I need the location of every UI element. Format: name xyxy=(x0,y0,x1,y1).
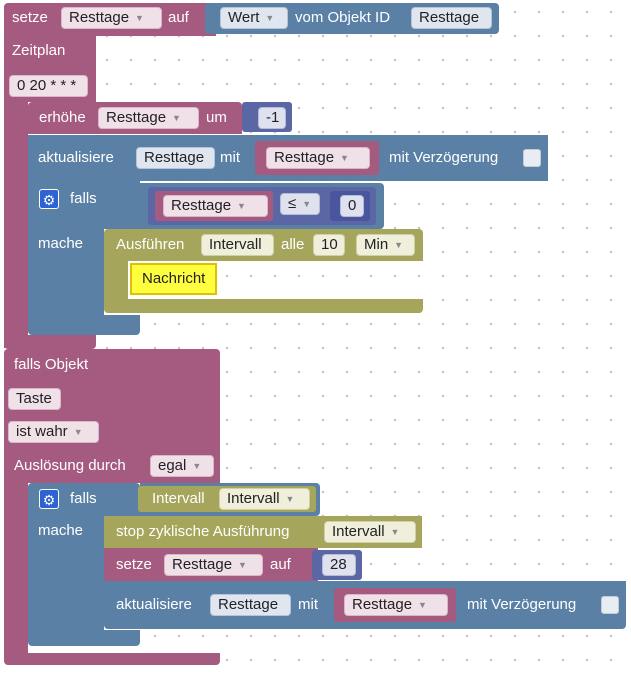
setze2-variable-dropdown[interactable]: Resttage▼ xyxy=(164,554,263,576)
operator-dropdown[interactable]: ≤▼ xyxy=(280,193,320,215)
compare-number-field[interactable]: 0 xyxy=(340,195,364,217)
ausfuehren-bottom xyxy=(104,299,423,313)
mache-label: mache xyxy=(38,235,84,252)
dropdown-arrow-icon: ▼ xyxy=(394,240,404,250)
falls-objekt-left-rail xyxy=(4,483,28,653)
setze2-number-field[interactable]: 28 xyxy=(322,554,356,576)
erhoehe-label: erhöhe xyxy=(39,109,86,126)
object-field[interactable]: Taste xyxy=(8,388,61,410)
falls2-label: falls xyxy=(70,490,97,507)
falls-bottom xyxy=(28,315,140,335)
aktualisiere2-label: aktualisiere xyxy=(116,596,192,613)
erhoehe-variable-dropdown[interactable]: Resttage▼ xyxy=(98,107,199,129)
dropdown-arrow-icon: ▼ xyxy=(192,461,202,471)
variable-dropdown[interactable]: Resttage▼ xyxy=(61,7,162,29)
dropdown-arrow-icon: ▼ xyxy=(340,153,349,163)
falls-objekt-label: falls Objekt xyxy=(14,356,89,373)
dropdown-arrow-icon: ▼ xyxy=(265,13,275,23)
comment-block-nachricht[interactable]: Nachricht xyxy=(130,263,218,295)
mache2-label: mache xyxy=(38,522,84,539)
dropdown-arrow-icon: ▼ xyxy=(238,560,247,570)
dropdown-arrow-icon: ▼ xyxy=(390,527,400,537)
zeitplan-label: Zeitplan xyxy=(12,42,66,59)
unit-dropdown[interactable]: Min▼ xyxy=(356,234,415,256)
dropdown-arrow-icon: ▼ xyxy=(135,13,144,23)
objekt-id-field[interactable]: Resttage xyxy=(411,7,492,29)
dropdown-arrow-icon: ▼ xyxy=(237,201,246,211)
dropdown-arrow-icon: ▼ xyxy=(302,199,312,209)
dropdown-arrow-icon: ▼ xyxy=(73,427,83,437)
aktualisiere2-field[interactable]: Resttage xyxy=(210,594,291,616)
aktualisiere-label: aktualisiere xyxy=(38,149,114,166)
ausloesung-label: Auslösung durch xyxy=(14,457,126,474)
number-field-minus-one[interactable]: -1 xyxy=(258,107,286,129)
dropdown-arrow-icon: ▼ xyxy=(418,600,427,610)
falls2-bottom xyxy=(28,630,140,646)
falls-left-rail xyxy=(28,229,104,315)
alle-label: alle xyxy=(281,236,305,253)
setze2-auf-label: auf xyxy=(270,556,291,573)
mit-verzoegerung-label: mit Verzögerung xyxy=(389,149,499,166)
condition-dropdown[interactable]: ist wahr▼ xyxy=(8,421,99,443)
setze-label: setze xyxy=(12,9,48,26)
stop-interval-dropdown[interactable]: Intervall▼ xyxy=(324,521,416,543)
ausfuehren-left-rail xyxy=(104,261,128,299)
interval-value-field[interactable]: 10 xyxy=(313,234,345,256)
compare-variable-dropdown[interactable]: Resttage▼ xyxy=(163,195,268,217)
falls-label: falls xyxy=(70,190,97,207)
auf-label: auf xyxy=(168,9,189,26)
ausfuehren-label: Ausführen xyxy=(116,236,185,253)
interval-name-field[interactable]: Intervall xyxy=(201,234,274,256)
interval-condition-dropdown[interactable]: Intervall▼ xyxy=(219,488,310,510)
variable-dropdown[interactable]: Resttage▼ xyxy=(266,147,370,169)
stop-label: stop zyklische Ausführung xyxy=(116,523,290,540)
falls-objekt-bottom xyxy=(4,653,220,665)
aktualisiere-field[interactable]: Resttage xyxy=(136,147,215,169)
delay-checkbox-2[interactable] xyxy=(601,596,619,614)
dropdown-arrow-icon: ▼ xyxy=(172,113,181,123)
interval-condition-label: Intervall xyxy=(152,490,205,507)
zeitplan-left-rail xyxy=(4,102,28,348)
trigger-dropdown[interactable]: egal▼ xyxy=(150,455,214,477)
cron-field[interactable]: 0 20 * * * xyxy=(9,75,88,97)
setze2-label: setze xyxy=(116,556,152,573)
falls2-left-rail xyxy=(28,516,104,630)
mit2-label: mit xyxy=(298,596,318,613)
gear-icon[interactable]: ⚙ xyxy=(39,489,59,509)
gear-icon[interactable]: ⚙ xyxy=(39,189,59,209)
wert-dropdown[interactable]: Wert▼ xyxy=(220,7,288,29)
variable-dropdown-2[interactable]: Resttage▼ xyxy=(344,594,448,616)
mit-verzoegerung-label-2: mit Verzögerung xyxy=(467,596,577,613)
mit-label: mit xyxy=(220,149,240,166)
dropdown-arrow-icon: ▼ xyxy=(285,494,295,504)
um-label: um xyxy=(206,109,227,126)
vom-objekt-label: vom Objekt ID xyxy=(295,9,391,26)
delay-checkbox[interactable] xyxy=(523,149,541,167)
zeitplan-bottom xyxy=(4,335,96,349)
